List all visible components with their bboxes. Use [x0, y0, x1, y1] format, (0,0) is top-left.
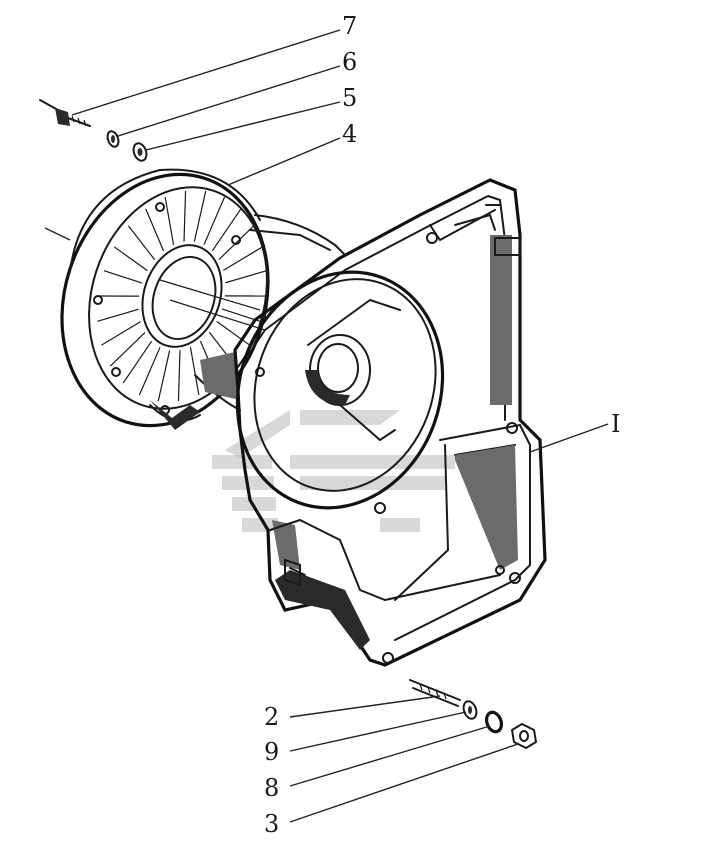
fan-rib: [103, 270, 143, 284]
watermark-logo: [212, 410, 455, 532]
fan-rib: [122, 340, 153, 384]
callout-7: 7: [342, 12, 357, 40]
callout-I: I: [611, 410, 620, 438]
washer-9: [462, 700, 478, 720]
callout-5: 5: [342, 84, 357, 112]
fan-rib: [211, 208, 242, 252]
callout-6: 6: [342, 48, 357, 76]
fan-rib: [101, 321, 141, 346]
fan-rib: [109, 332, 146, 367]
fan-rib: [127, 225, 156, 261]
callout-3: 3: [264, 810, 279, 838]
fan-rib: [164, 196, 175, 245]
spring-washer-8: [484, 710, 504, 734]
fan-rib: [177, 350, 181, 402]
fan-rib: [157, 350, 171, 402]
fan-rib: [97, 308, 139, 322]
fan-rib: [193, 190, 207, 242]
fan-rib: [138, 347, 161, 396]
callout-8: 8: [264, 774, 279, 802]
stud-2: [409, 679, 461, 707]
fan-cover: [60, 168, 270, 430]
fan-rib: [218, 225, 255, 260]
nut-3: [511, 723, 537, 749]
fan-rib: [223, 246, 263, 271]
fan-rib: [189, 347, 200, 396]
fan-rib: [183, 190, 187, 242]
fan-rib: [113, 246, 148, 272]
fan-shroud: [159, 214, 346, 411]
fan-rib: [225, 270, 267, 284]
bolt-7: [39, 99, 91, 127]
callout-2: 2: [264, 703, 279, 731]
fan-rib: [216, 320, 251, 346]
fan-rib: [203, 196, 226, 245]
leader-lines: [44, 29, 609, 823]
washer-6: [106, 130, 120, 148]
washer-5: [132, 142, 148, 162]
callout-labels: 7 6 5 4 I 2 9 8 3: [264, 12, 620, 838]
callout-9: 9: [264, 738, 279, 766]
fan-rib: [145, 208, 165, 252]
callout-4: 4: [342, 120, 357, 148]
main-housing: [233, 178, 547, 667]
